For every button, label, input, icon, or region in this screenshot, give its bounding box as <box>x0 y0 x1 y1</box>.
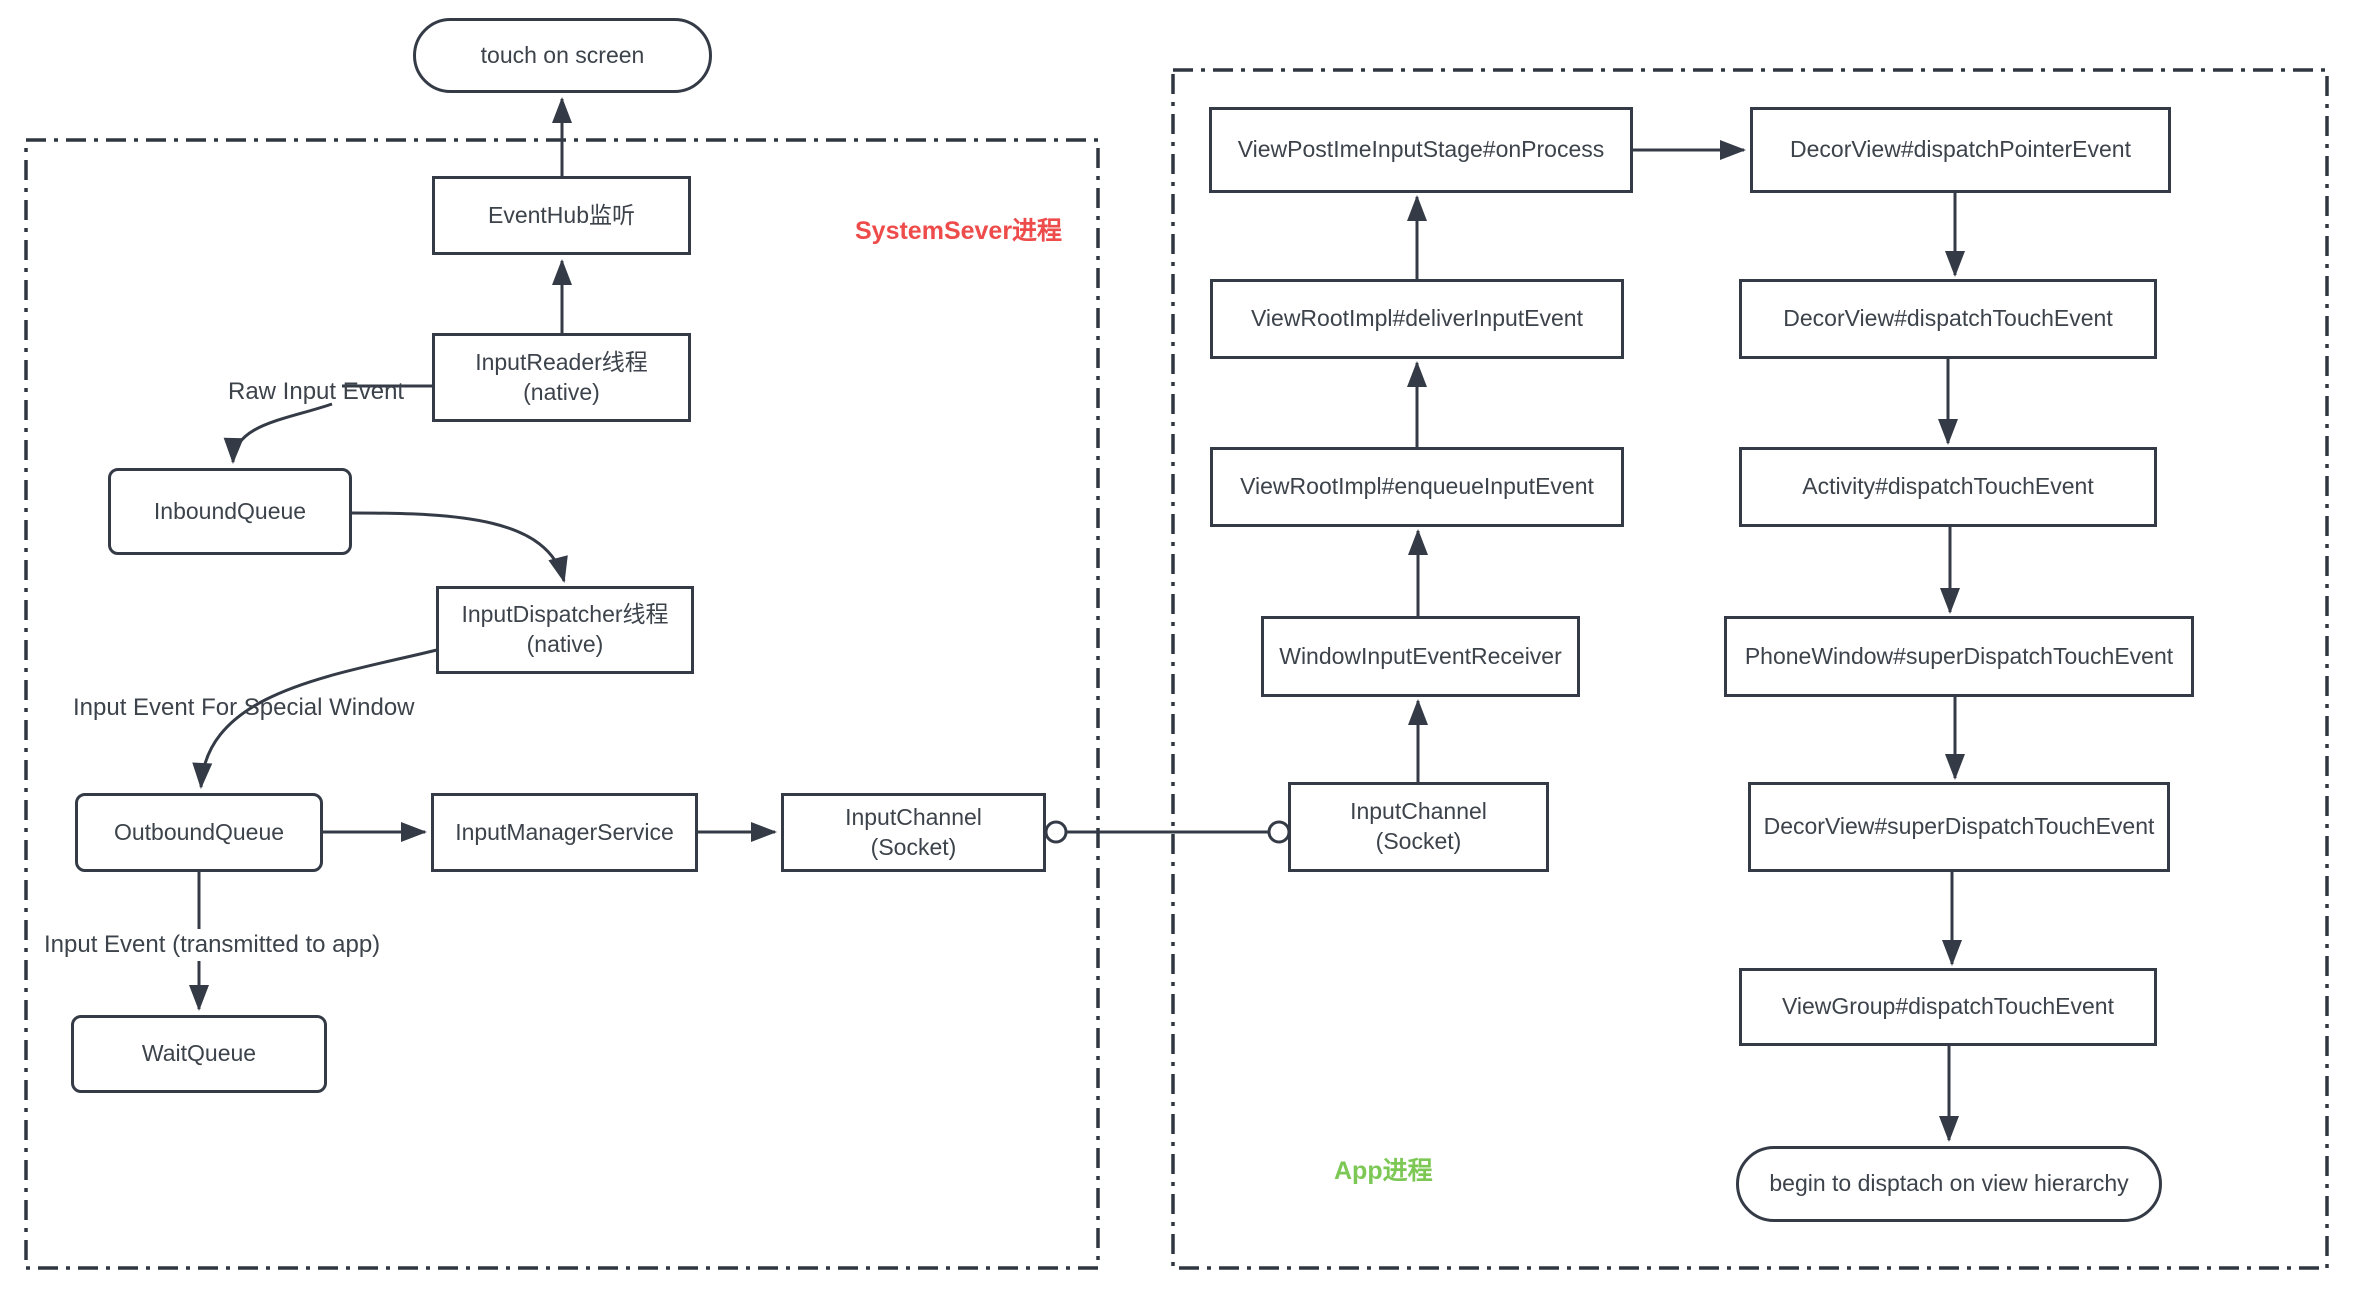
node-wait-queue: WaitQueue <box>71 1015 327 1093</box>
socket-circle-left-icon <box>1044 820 1068 844</box>
socket-circle-right-icon <box>1267 820 1291 844</box>
node-activity-dispatch-touch-event: Activity#dispatchTouchEvent <box>1739 447 2157 527</box>
node-input-channel-app: InputChannel (Socket) <box>1288 782 1549 872</box>
label-raw-input-event: Raw Input Event <box>228 378 405 405</box>
node-viewgroup-dispatch-touch: ViewGroup#dispatchTouchEvent <box>1739 968 2157 1046</box>
arrow-rawlabel-to-inboundqueue <box>223 402 333 464</box>
arrow-inboundqueue-to-inputdispatcher <box>351 511 568 583</box>
node-input-reader: InputReader线程 (native) <box>432 333 691 422</box>
node-view-post-ime-input-stage: ViewPostImeInputStage#onProcess <box>1209 107 1633 193</box>
node-inbound-queue: InboundQueue <box>108 468 352 555</box>
system-server-region-label: SystemSever进程 <box>855 217 1063 245</box>
node-phone-window-super-dispatch: PhoneWindow#superDispatchTouchEvent <box>1724 616 2194 697</box>
node-window-input-event-receiver: WindowInputEventReceiver <box>1261 616 1580 697</box>
node-outbound-queue: OutboundQueue <box>75 793 323 872</box>
node-decor-super-dispatch-touch: DecorView#superDispatchTouchEvent <box>1748 782 2170 872</box>
node-touch-on-screen: touch on screen <box>413 18 712 93</box>
node-decor-dispatch-touch-event: DecorView#dispatchTouchEvent <box>1739 279 2157 359</box>
node-input-manager-service: InputManagerService <box>431 793 698 872</box>
arrow-inputdispatcher-to-outboundqueue <box>192 648 438 789</box>
node-begin-dispatch-hierarchy: begin to disptach on view hierarchy <box>1736 1146 2162 1222</box>
label-input-event-special-window: Input Event For Special Window <box>73 694 415 721</box>
node-input-channel-server: InputChannel (Socket) <box>781 793 1046 872</box>
node-eventhub: EventHub监听 <box>432 176 691 255</box>
app-region-border <box>1171 68 2329 1270</box>
node-vri-deliver-input-event: ViewRootImpl#deliverInputEvent <box>1210 279 1624 359</box>
label-input-event-transmitted: Input Event (transmitted to app) <box>40 929 385 961</box>
app-region-label: App进程 <box>1334 1157 1433 1185</box>
node-decor-dispatch-pointer-event: DecorView#dispatchPointerEvent <box>1750 107 2171 193</box>
node-input-dispatcher: InputDispatcher线程 (native) <box>436 586 694 674</box>
node-vri-enqueue-input-event: ViewRootImpl#enqueueInputEvent <box>1210 447 1624 527</box>
